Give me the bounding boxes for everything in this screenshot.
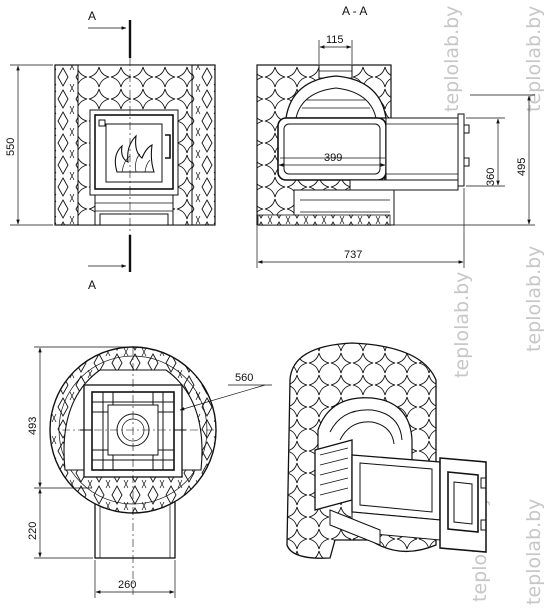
- dimension-firebox-depth: 399: [278, 152, 386, 167]
- watermark: teplolab.by teplolab.by teplolab.by tepl…: [441, 6, 545, 605]
- dimension-plan-width: 493: [27, 346, 214, 598]
- svg-text:teplolab.by: teplolab.by: [523, 246, 545, 352]
- section-title: A - A: [342, 4, 367, 18]
- svg-text:teplolab.by: teplolab.by: [441, 6, 463, 112]
- svg-text:teplolab.by: teplolab.by: [523, 499, 545, 605]
- section-line: A A: [88, 9, 132, 292]
- dimension-total-depth: 737: [256, 188, 465, 268]
- dim-outer-diameter: 560: [235, 372, 253, 384]
- isometric-view: [286, 342, 487, 559]
- dimension-outer-diameter: 560: [179, 372, 272, 411]
- dim-firebox-height: 360: [485, 168, 497, 186]
- front-view: [54, 64, 216, 226]
- dim-channel-width: 260: [118, 579, 136, 591]
- dim-plan-width: 493: [27, 417, 39, 435]
- section-marker-top: A: [88, 9, 96, 23]
- dim-front-height: 550: [5, 138, 17, 156]
- dim-channel-length: 220: [27, 522, 39, 540]
- dimension-section-height: 495: [392, 94, 535, 226]
- flame-icon: [114, 134, 155, 173]
- dimension-channel-length: 220: [27, 488, 93, 559]
- dim-chimney: 115: [326, 34, 344, 46]
- dim-total-depth: 737: [344, 249, 362, 261]
- dim-firebox-depth: 399: [324, 152, 342, 164]
- dimension-firebox-height: 360: [466, 117, 505, 187]
- section-view: [256, 64, 470, 226]
- svg-text:teplolab.by: teplolab.by: [523, 6, 545, 112]
- section-marker-bottom: A: [88, 278, 96, 292]
- dimension-channel-width: 260: [94, 560, 176, 598]
- dim-section-height: 495: [516, 158, 528, 176]
- dimension-front-height: 550: [5, 64, 53, 226]
- dimension-chimney: 115: [318, 34, 353, 64]
- svg-text:teplolab.by: teplolab.by: [451, 272, 473, 378]
